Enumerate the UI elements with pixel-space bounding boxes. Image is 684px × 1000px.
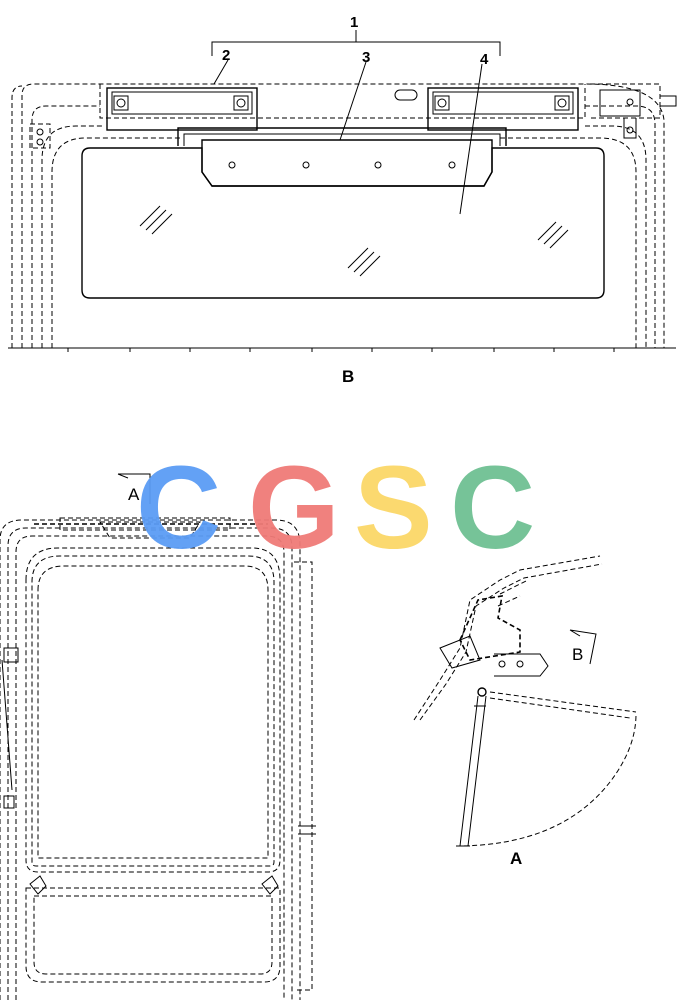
watermark: C G S C <box>136 442 535 574</box>
top-rail-slot <box>394 89 418 101</box>
callout-4: 4 <box>480 51 489 68</box>
callout-1: 1 <box>350 14 358 31</box>
watermark-letter-1: C <box>136 442 221 574</box>
view-b-baseline <box>8 347 676 352</box>
hinge-left <box>106 87 258 131</box>
callout-3: 3 <box>362 49 370 66</box>
callout-2: 2 <box>222 47 230 64</box>
watermark-letter-4: C <box>450 442 535 574</box>
view-b-title: B <box>342 367 354 386</box>
section-arrow-a: A <box>128 485 140 504</box>
hinge-right <box>427 87 579 131</box>
cab-rear-view: A <box>0 473 316 1000</box>
watermark-letter-2: G <box>248 442 340 574</box>
view-a-title: A <box>510 849 522 868</box>
view-b-group: 1 2 3 4 B <box>8 14 677 386</box>
watermark-letter-3: S <box>354 442 433 574</box>
window-glass <box>81 147 605 299</box>
section-arrow-b: B <box>572 645 583 664</box>
cab-frame-outline <box>21 83 665 348</box>
view-a-detail: B A <box>413 555 637 868</box>
window-handle <box>177 127 507 187</box>
callout-1-bracket <box>211 30 501 56</box>
